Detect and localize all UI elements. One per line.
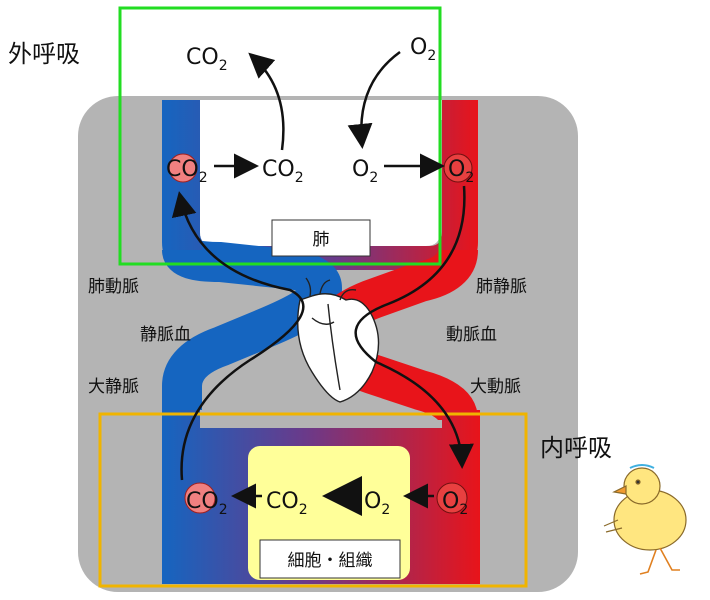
gas-co2-blood-lung: CO2: [166, 157, 208, 186]
lung-label: 肺: [313, 230, 330, 250]
svg-text:CO2: CO2: [266, 489, 308, 518]
svg-text:CO2: CO2: [186, 45, 228, 74]
chick-doodle-icon: [603, 464, 687, 575]
label-pulmonary-artery: 肺動脈: [88, 277, 139, 297]
lung-label-box: [271, 219, 371, 257]
svg-text:O2: O2: [448, 157, 474, 186]
label-arterial-blood: 動脈血: [446, 325, 497, 345]
tissue-label: 細胞・組織: [288, 551, 373, 571]
external-respiration-title: 外呼吸: [8, 40, 80, 68]
gas-co2-blood-tissue: CO2: [186, 489, 228, 518]
label-vena-cava: 大静脈: [88, 377, 139, 397]
gas-o2-top: O2: [410, 35, 436, 64]
svg-text:CO2: CO2: [166, 157, 208, 186]
svg-text:O2: O2: [410, 35, 436, 64]
svg-text:O2: O2: [442, 489, 468, 518]
label-pulmonary-vein: 肺静脈: [476, 277, 527, 297]
svg-text:O2: O2: [352, 157, 378, 186]
internal-respiration-box: [98, 412, 528, 588]
svg-text:CO2: CO2: [262, 157, 304, 186]
external-respiration-box: [118, 6, 442, 266]
tissue-label-box: [259, 539, 401, 579]
internal-respiration-title: 内呼吸: [540, 434, 612, 462]
svg-text:O2: O2: [364, 489, 390, 518]
gas-o2-blood-lung: O2: [448, 157, 474, 186]
arrows: [171, 50, 474, 516]
red-blood-cell-icon: [168, 153, 473, 514]
gas-co2-cell: CO2: [266, 489, 308, 518]
gas-o2-blood-tissue: O2: [442, 489, 468, 518]
gas-co2-top: CO2: [186, 45, 228, 74]
label-venous-blood: 静脈血: [140, 325, 191, 345]
svg-text:CO2: CO2: [186, 489, 228, 518]
gas-o2-cell: O2: [364, 489, 390, 518]
gas-co2-alveolus: CO2: [262, 157, 304, 186]
heart-icon: [297, 277, 380, 403]
label-aorta: 大動脈: [470, 377, 521, 397]
gas-o2-alveolus: O2: [352, 157, 378, 186]
